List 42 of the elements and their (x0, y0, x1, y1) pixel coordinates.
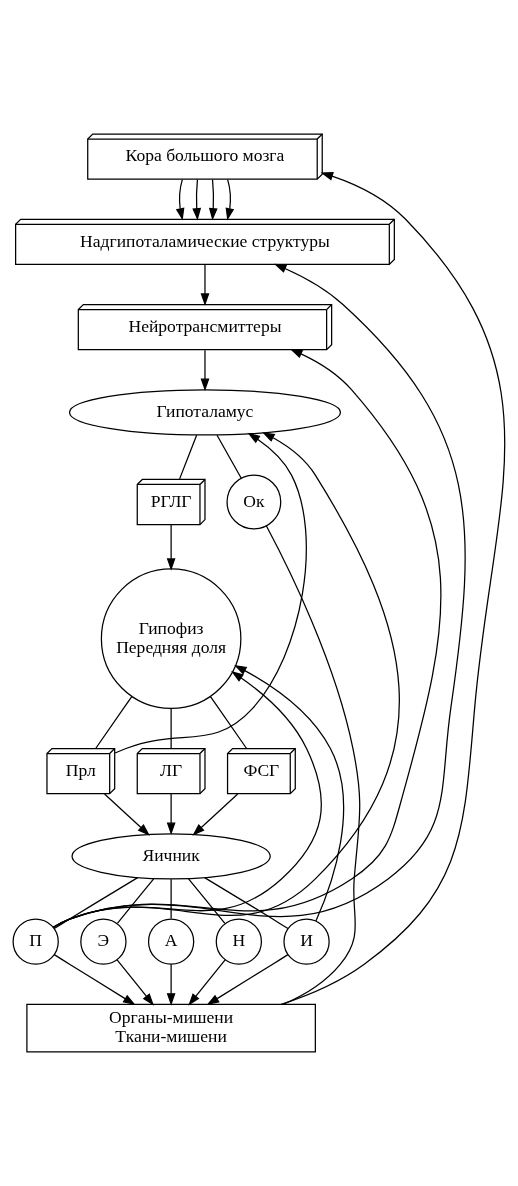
node-circle: И (283, 918, 330, 965)
connector (265, 525, 361, 1005)
arrow (52, 349, 442, 928)
node-box: Органы-мишени Ткани-мишени (26, 1003, 316, 1053)
arrow (166, 524, 176, 571)
connector (187, 878, 226, 924)
arrow (52, 432, 400, 929)
arrow (192, 793, 239, 836)
arrow (103, 793, 150, 836)
node-circle: Н (215, 918, 263, 965)
arrow (188, 959, 226, 1006)
arrow (234, 664, 345, 922)
arrow (200, 349, 210, 392)
node-circle: А (147, 918, 195, 965)
connector (179, 434, 198, 480)
connector (95, 695, 133, 749)
arrow (206, 954, 289, 1006)
connector (216, 434, 242, 479)
arrow (175, 178, 185, 221)
node-circle: П (12, 918, 59, 965)
connector (170, 708, 172, 749)
arrow (166, 793, 176, 836)
arrow (53, 954, 136, 1006)
connector (53, 877, 139, 930)
connector (170, 878, 172, 920)
connector (204, 877, 289, 930)
arrow (166, 963, 176, 1006)
arrow (53, 671, 322, 928)
arrow (225, 178, 235, 221)
arrow (280, 172, 506, 1005)
arrow (116, 959, 154, 1006)
arrow (192, 178, 202, 221)
node-ellipse: Гипоталамус (68, 389, 342, 436)
arrow (200, 264, 210, 306)
node-circle: Ок (226, 474, 282, 530)
connector (116, 878, 155, 924)
arrow (208, 178, 218, 221)
node-ellipse: Яичник (71, 833, 271, 880)
connector (209, 695, 248, 749)
arrow (114, 432, 307, 754)
arrow (52, 263, 466, 928)
node-circle: Э (80, 918, 127, 965)
